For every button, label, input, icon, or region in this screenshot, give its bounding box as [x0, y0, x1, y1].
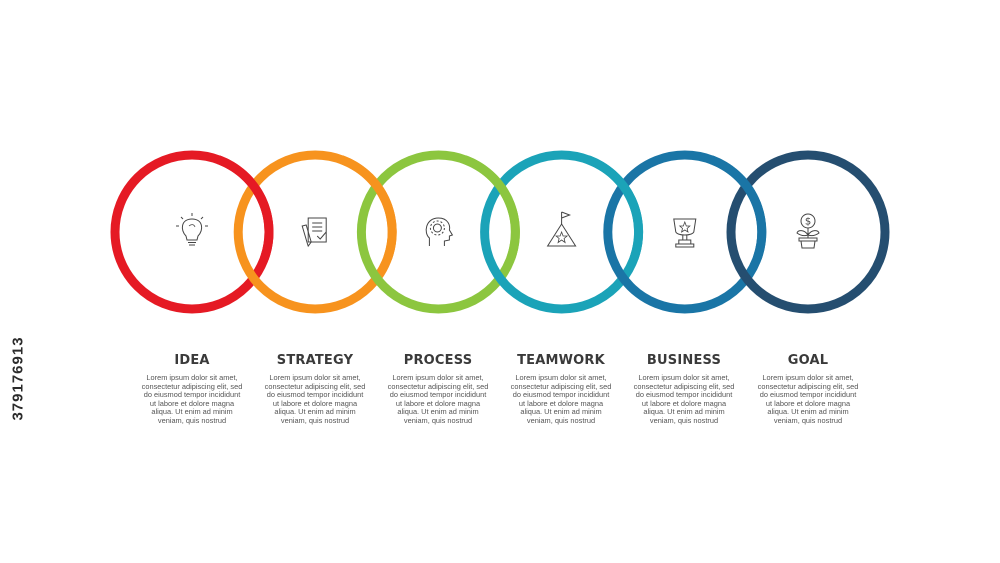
step-desc-business: Lorem ipsum dolor sit amet, consectetur … — [633, 373, 735, 425]
step-text-business: BUSINESS Lorem ipsum dolor sit amet, con… — [624, 353, 744, 426]
document-pen-icon — [301, 217, 327, 247]
lightbulb-icon — [175, 212, 209, 246]
mountain-flag-icon — [547, 211, 577, 247]
money-plant-icon — [796, 213, 820, 249]
step-title-teamwork: TEAMWORK — [517, 353, 605, 368]
step-title-idea: IDEA — [174, 353, 210, 368]
step-desc-process: Lorem ipsum dolor sit amet, consectetur … — [387, 373, 489, 425]
step-text-strategy: STRATEGY Lorem ipsum dolor sit amet, con… — [255, 353, 375, 426]
step-title-business: BUSINESS — [646, 353, 722, 368]
trophy-icon — [673, 218, 697, 248]
step-title-strategy: STRATEGY — [276, 353, 354, 368]
ring-overlap-strategy — [339, 155, 397, 260]
ring-overlap-idea — [216, 155, 274, 260]
step-text-process: PROCESS Lorem ipsum dolor sit amet, cons… — [378, 353, 498, 426]
step-text-idea: IDEA Lorem ipsum dolor sit amet, consect… — [132, 353, 252, 426]
side-id-number: 379176913 — [9, 336, 27, 421]
step-text-goal: GOAL Lorem ipsum dolor sit amet, consect… — [748, 353, 868, 426]
ring-overlap-process — [463, 155, 520, 260]
step-desc-goal: Lorem ipsum dolor sit amet, consectetur … — [757, 373, 859, 425]
step-title-process: PROCESS — [403, 353, 473, 368]
step-desc-teamwork: Lorem ipsum dolor sit amet, consectetur … — [510, 373, 612, 425]
step-title-goal: GOAL — [787, 353, 829, 368]
ring-overlap-teamwork — [586, 155, 644, 260]
ring-goal — [726, 150, 890, 314]
ring-overlap-business — [709, 155, 767, 260]
step-desc-idea: Lorem ipsum dolor sit amet, consectetur … — [141, 373, 243, 425]
step-desc-strategy: Lorem ipsum dolor sit amet, consectetur … — [264, 373, 366, 425]
head-gear-icon — [425, 217, 453, 247]
step-text-teamwork: TEAMWORK Lorem ipsum dolor sit amet, con… — [501, 353, 621, 426]
